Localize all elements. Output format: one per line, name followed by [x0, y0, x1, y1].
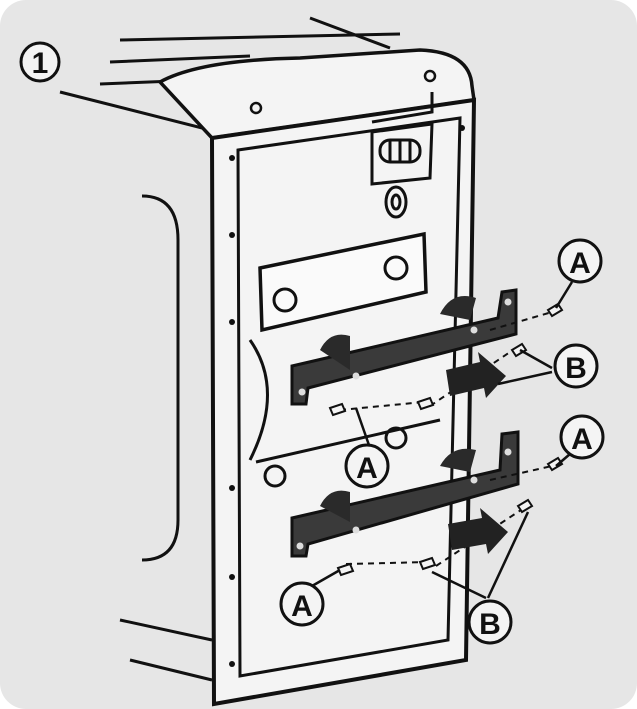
callout-a-top-right: A	[557, 238, 603, 284]
step-number: 1	[32, 47, 49, 80]
lower-bracket	[290, 430, 520, 558]
step-callout: 1	[19, 41, 61, 83]
direction-arrows	[446, 352, 508, 554]
unit-top-cap	[157, 48, 476, 140]
connector-port	[370, 92, 434, 219]
leader-lines	[311, 281, 574, 600]
upper-bracket	[290, 288, 518, 406]
unit-side-outline	[141, 194, 180, 562]
callout-b-top: B	[553, 343, 599, 389]
svg-text:B: B	[565, 352, 587, 385]
plate-hole	[272, 287, 298, 313]
callout-a-middle: A	[344, 443, 390, 489]
cap-screw	[423, 69, 437, 83]
panel-seam	[255, 418, 441, 464]
svg-text:A: A	[571, 423, 593, 456]
svg-text:B: B	[479, 608, 501, 641]
svg-text:A: A	[291, 590, 313, 623]
plate-hole	[263, 464, 287, 488]
cap-screw	[249, 101, 263, 115]
upper-plate	[258, 231, 428, 333]
svg-text:A: A	[569, 247, 591, 280]
callout-a-right: A	[559, 414, 605, 460]
plate-hole	[384, 426, 408, 450]
panel-recess	[248, 339, 269, 461]
unit-top-lines	[59, 16, 401, 132]
svg-text:A: A	[356, 452, 378, 485]
unit-bottom-lines	[119, 618, 213, 682]
back-panel-frame	[209, 97, 477, 707]
callout-a-bottom: A	[279, 581, 325, 627]
callout-b-bottom: B	[467, 599, 513, 645]
screws	[328, 302, 564, 577]
plate-hole	[383, 255, 409, 281]
frame-screws	[229, 125, 465, 667]
